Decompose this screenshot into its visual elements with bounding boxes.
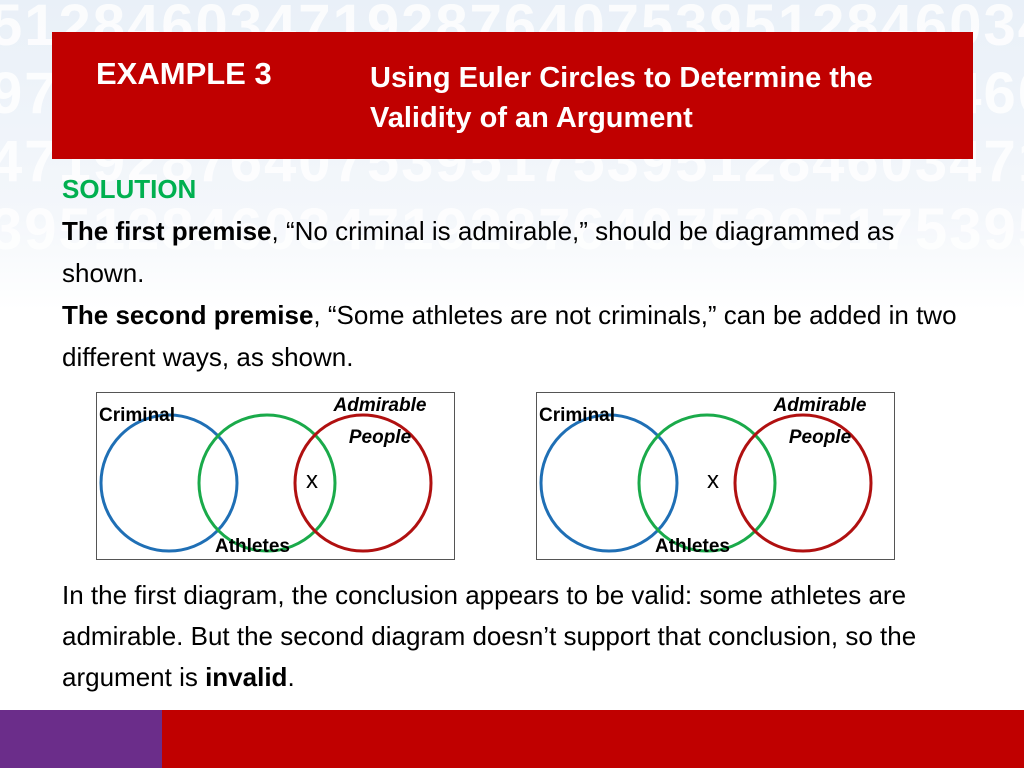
- athletes-circle: [197, 413, 337, 553]
- conclusion-paragraph: In the first diagram, the conclusion app…: [62, 575, 982, 698]
- athletes-circle: [637, 413, 777, 553]
- admirable-label-line2: People: [348, 427, 412, 448]
- conclusion-end: .: [287, 662, 295, 692]
- athletes-label: Athletes: [215, 536, 290, 557]
- admirable-label-line1: Admirable: [333, 395, 427, 416]
- example-label: EXAMPLE 3: [96, 56, 272, 91]
- second-premise-label: The second premise: [62, 300, 314, 330]
- admirable-label-line2: People: [788, 427, 852, 448]
- second-premise-paragraph: The second premise, “Some athletes are n…: [62, 294, 962, 378]
- athletes-label: Athletes: [655, 536, 730, 557]
- conclusion-invalid: invalid: [205, 662, 288, 692]
- footer-red-bar: [162, 710, 1024, 768]
- solution-heading: SOLUTION: [62, 174, 197, 204]
- x-mark: x: [707, 467, 719, 494]
- first-premise-paragraph: The first premise, “No criminal is admir…: [62, 210, 962, 294]
- euler-circles-2: [539, 413, 873, 553]
- euler-diagram-2: Criminal Admirable People Athletes x: [536, 392, 895, 560]
- solution-text: SOLUTION The first premise, “No criminal…: [62, 168, 962, 378]
- euler-circles-1: [99, 413, 433, 553]
- criminal-label: Criminal: [539, 405, 616, 426]
- header-title: Using Euler Circles to Determine the Val…: [370, 62, 873, 134]
- conclusion-text: In the first diagram, the conclusion app…: [62, 580, 917, 692]
- footer-purple-bar: [0, 710, 162, 768]
- admirable-circle: [293, 413, 433, 553]
- admirable-circle: [733, 413, 873, 553]
- criminal-label: Criminal: [99, 405, 176, 426]
- euler-diagram-1: Criminal Admirable People Athletes x: [96, 392, 455, 560]
- header-banner: EXAMPLE 3 Using Euler Circles to Determi…: [52, 32, 973, 159]
- admirable-label-line1: Admirable: [773, 395, 867, 416]
- first-premise-text: , “No criminal is admirable,” should be …: [62, 216, 895, 288]
- x-mark: x: [306, 467, 318, 494]
- second-premise-text: , “Some athletes are not criminals,” can…: [62, 300, 957, 372]
- criminal-circle: [99, 413, 239, 553]
- first-premise-label: The first premise: [62, 216, 272, 246]
- criminal-circle: [539, 413, 679, 553]
